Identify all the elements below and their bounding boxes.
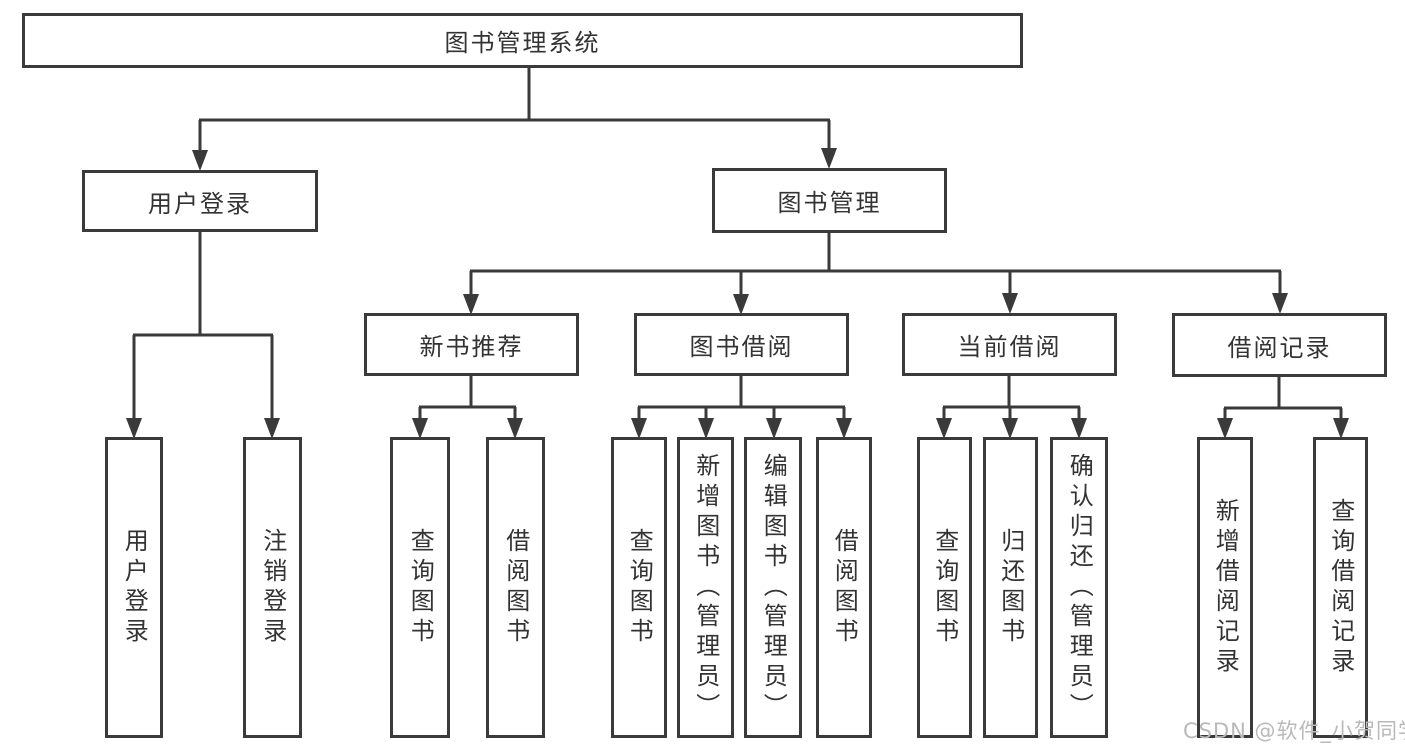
node-label: 注销登录 <box>258 527 287 648</box>
leaf-logout: 注销登录 <box>243 437 302 738</box>
node-label: 查询图书 <box>625 527 654 648</box>
leaf-edit-books-admin: 编辑图书（管理员） <box>744 437 802 738</box>
node-label: 用户登录 <box>148 189 252 218</box>
node-new-book-recommend: 新书推荐 <box>364 313 579 376</box>
leaf-borrow-books-recommend: 借阅图书 <box>486 437 545 738</box>
node-label: 用户登录 <box>120 527 149 648</box>
leaf-query-books-borrowing: 查询图书 <box>611 437 667 738</box>
tree-edges <box>132 68 1343 421</box>
node-label: 确认归还（管理员） <box>1065 452 1094 723</box>
leaf-borrow-books: 借阅图书 <box>816 437 872 738</box>
node-book-management: 图书管理 <box>712 168 947 233</box>
node-label: 归还图书 <box>996 527 1025 648</box>
node-current-borrowing: 当前借阅 <box>902 313 1117 376</box>
node-label: 图书管理 <box>777 189 882 217</box>
node-label: 查询借阅记录 <box>1326 497 1355 678</box>
node-label: 查询图书 <box>930 527 959 648</box>
node-library-management-system: 图书管理系统 <box>22 13 1023 68</box>
node-book-borrowing: 图书借阅 <box>634 313 849 376</box>
leaf-query-books-current: 查询图书 <box>917 437 972 738</box>
leaf-add-borrow-record: 新增借阅记录 <box>1197 437 1253 738</box>
node-label: 图书借阅 <box>689 333 794 361</box>
arrow-down-icons <box>126 148 1349 439</box>
node-label: 新增图书（管理员） <box>691 452 720 723</box>
node-user-login: 用户登录 <box>82 170 318 232</box>
node-borrowing-records: 借阅记录 <box>1172 313 1387 377</box>
node-label: 当前借阅 <box>957 333 1062 361</box>
node-label: 借阅图书 <box>501 527 530 648</box>
node-label: 图书管理系统 <box>444 29 601 57</box>
node-label: 新书推荐 <box>419 333 524 361</box>
node-label: 借阅记录 <box>1227 333 1332 362</box>
node-label: 编辑图书（管理员） <box>759 452 788 723</box>
leaf-return-books: 归还图书 <box>983 437 1038 738</box>
node-label: 借阅图书 <box>830 527 859 648</box>
leaf-add-books-admin: 新增图书（管理员） <box>677 437 734 738</box>
csdn-watermark: CSDN @软件_小贺同学 <box>1183 719 1405 743</box>
node-label: 新增借阅记录 <box>1211 497 1240 678</box>
leaf-user-login: 用户登录 <box>105 437 163 738</box>
leaf-query-borrow-record: 查询借阅记录 <box>1313 437 1368 738</box>
leaf-query-books-recommend: 查询图书 <box>390 437 450 738</box>
leaf-confirm-return-admin: 确认归还（管理员） <box>1050 437 1108 738</box>
node-label: 查询图书 <box>406 527 435 648</box>
